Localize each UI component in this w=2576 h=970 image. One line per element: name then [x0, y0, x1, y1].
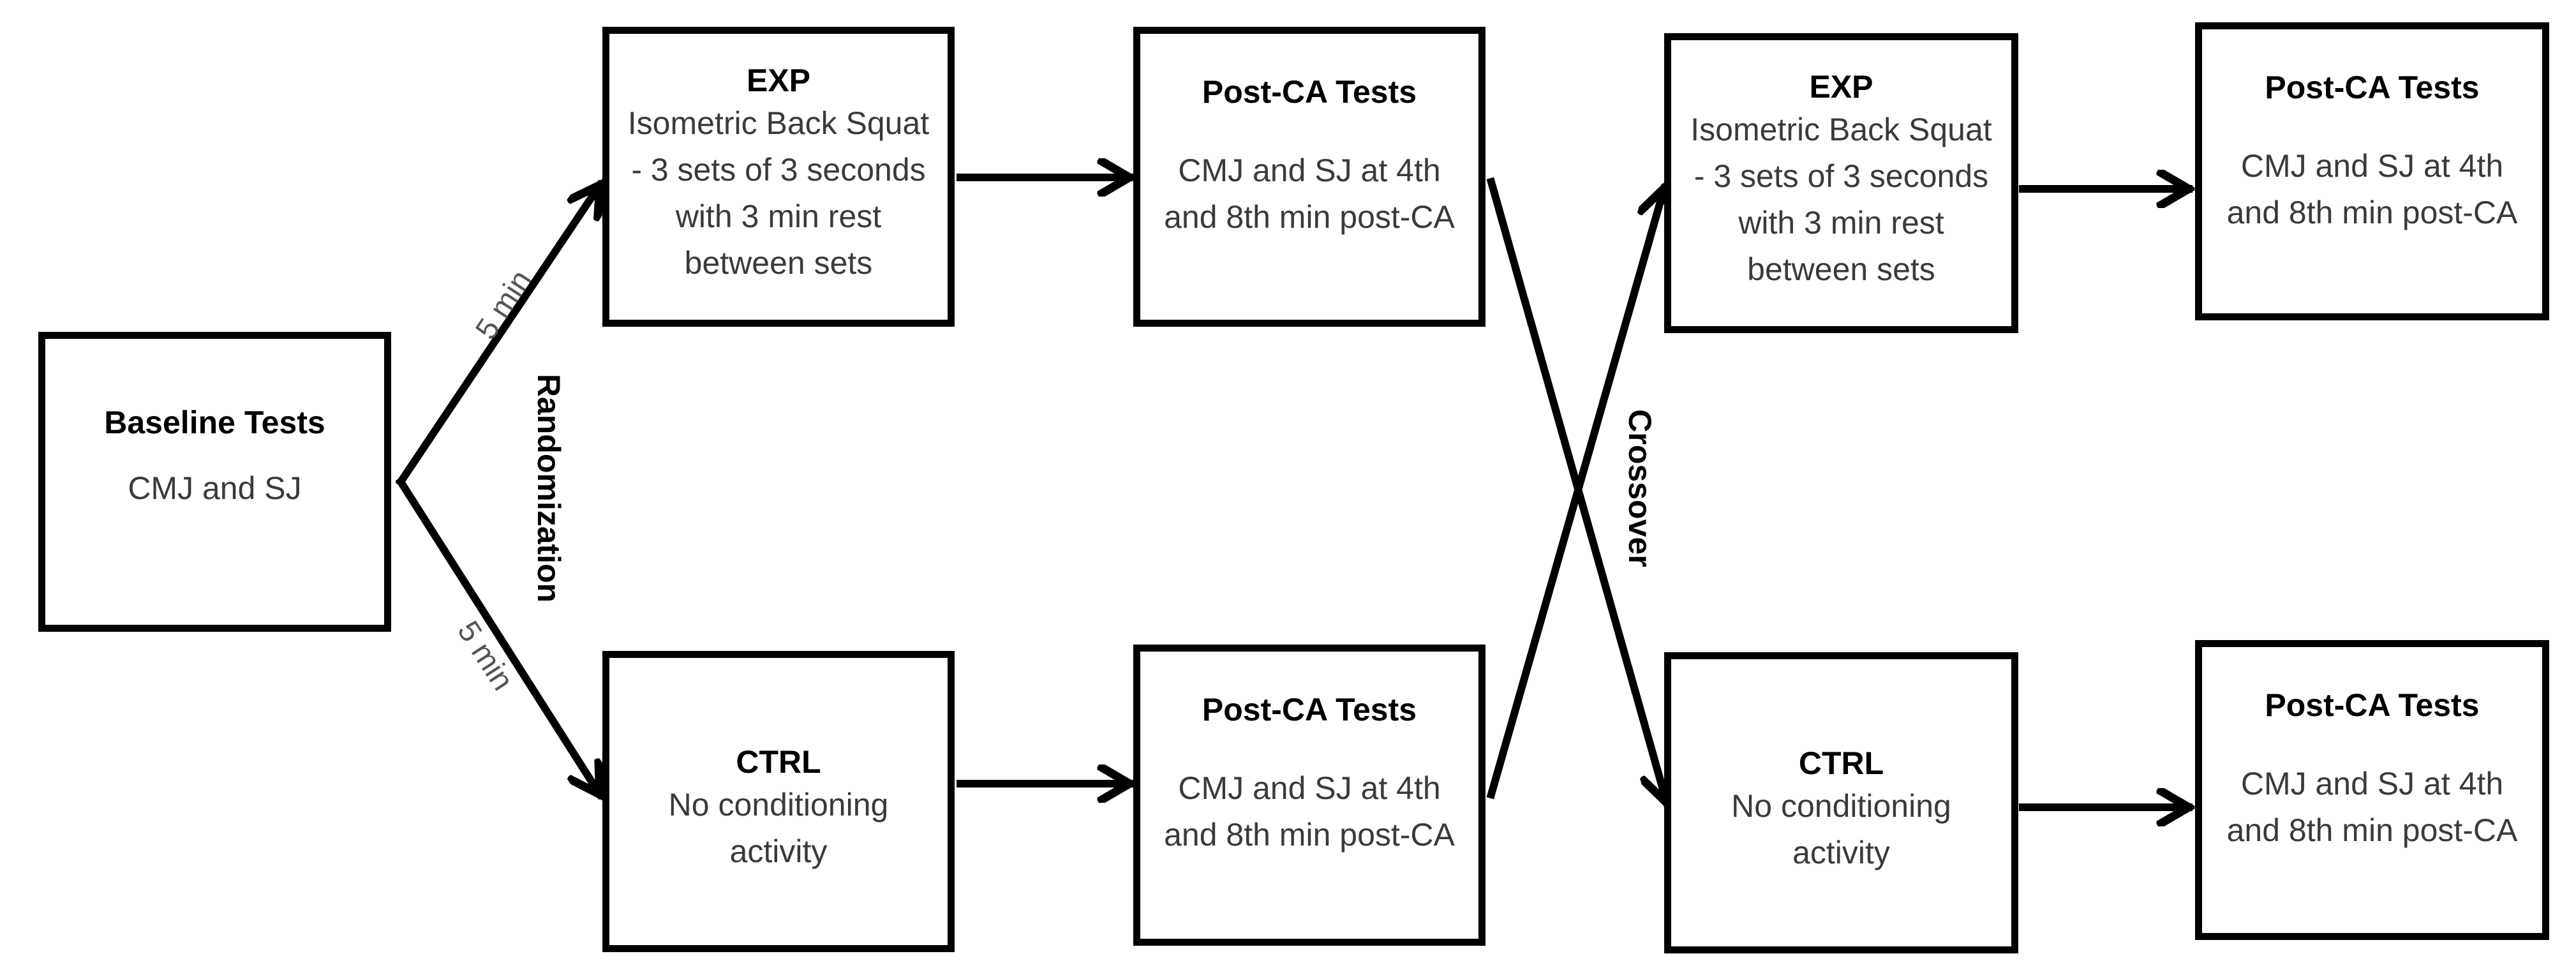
ctrl-second-body: No conditioning activity: [1731, 788, 1951, 870]
arrow-crossover-to-exp: [1486, 188, 1664, 800]
post-exp-first-body: CMJ and SJ at 4th and 8th min post-CA: [1164, 153, 1455, 235]
ctrl-first-title: CTRL: [736, 744, 821, 780]
post-exp-first-title: Post-CA Tests: [1202, 74, 1417, 110]
ctrl-first-body: No conditioning activity: [668, 787, 889, 869]
post-ca-box-ctrl-second: Post-CA Tests CMJ and SJ at 4th and 8th …: [2195, 640, 2549, 940]
post-ctrl-second-title: Post-CA Tests: [2265, 687, 2480, 723]
post-exp-second-title: Post-CA Tests: [2265, 70, 2480, 105]
post-ctrl-first-body: CMJ and SJ at 4th and 8th min post-CA: [1164, 770, 1455, 853]
arrow-baseline-to-ctrl: [395, 476, 606, 795]
ctrl-second-title: CTRL: [1798, 745, 1884, 781]
arrow-baseline-to-exp: [395, 185, 606, 488]
exp-second-body: Isometric Back Squat - 3 sets of 3 secon…: [1690, 112, 1992, 287]
post-ctrl-second-body: CMJ and SJ at 4th and 8th min post-CA: [2226, 766, 2518, 848]
exp-second-title: EXP: [1809, 69, 1873, 105]
post-ca-box-ctrl-first: Post-CA Tests CMJ and SJ at 4th and 8th …: [1133, 645, 1485, 946]
baseline-tests-box: Baseline Tests CMJ and SJ: [38, 332, 391, 632]
exp-first-body: Isometric Back Squat - 3 sets of 3 secon…: [627, 105, 930, 281]
baseline-title: Baseline Tests: [104, 405, 325, 440]
post-ca-box-exp-second: Post-CA Tests CMJ and SJ at 4th and 8th …: [2195, 22, 2549, 320]
post-ctrl-first-title: Post-CA Tests: [1202, 692, 1417, 728]
randomization-label: Randomization: [531, 373, 567, 603]
post-ca-box-exp-first: Post-CA Tests CMJ and SJ at 4th and 8th …: [1133, 27, 1485, 327]
post-exp-second-body: CMJ and SJ at 4th and 8th min post-CA: [2226, 148, 2518, 230]
exp-first-title: EXP: [746, 63, 811, 98]
ctrl-box-second: CTRL No conditioning activity: [1664, 652, 2018, 953]
crossover-label: Crossover: [1622, 409, 1658, 567]
exp-box-second: EXP Isometric Back Squat - 3 sets of 3 s…: [1664, 33, 2018, 333]
baseline-body: CMJ and SJ: [128, 470, 302, 506]
ctrl-box-first: CTRL No conditioning activity: [602, 651, 955, 952]
exp-box-first: EXP Isometric Back Squat - 3 sets of 3 s…: [602, 27, 955, 327]
